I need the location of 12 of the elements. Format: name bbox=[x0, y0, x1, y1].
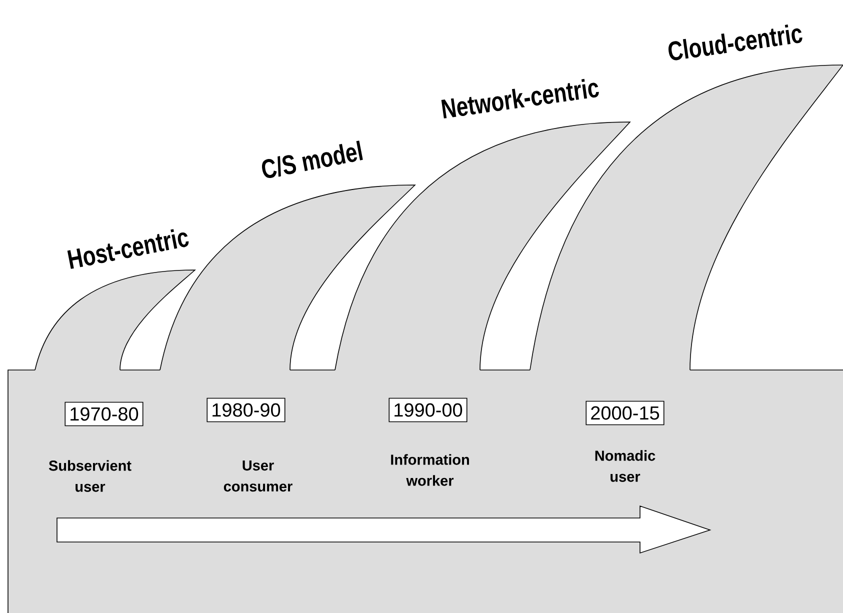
date-box: 1970-80 bbox=[64, 402, 144, 426]
era-description: Subservient user bbox=[48, 460, 132, 492]
era-description: User consumer bbox=[224, 460, 292, 492]
date-box: 2000-15 bbox=[586, 400, 664, 426]
date-box: 1980-90 bbox=[206, 398, 286, 422]
era-description: Information worker bbox=[391, 454, 469, 486]
wave-title: Network-centric bbox=[441, 78, 599, 118]
wave-title: C/S model bbox=[262, 140, 363, 178]
wave-title: Cloud-centric bbox=[668, 24, 802, 60]
wave-title: Host-centric bbox=[67, 229, 189, 269]
era-description: Nomadic user bbox=[595, 450, 656, 482]
date-box: 1990-00 bbox=[388, 398, 468, 422]
